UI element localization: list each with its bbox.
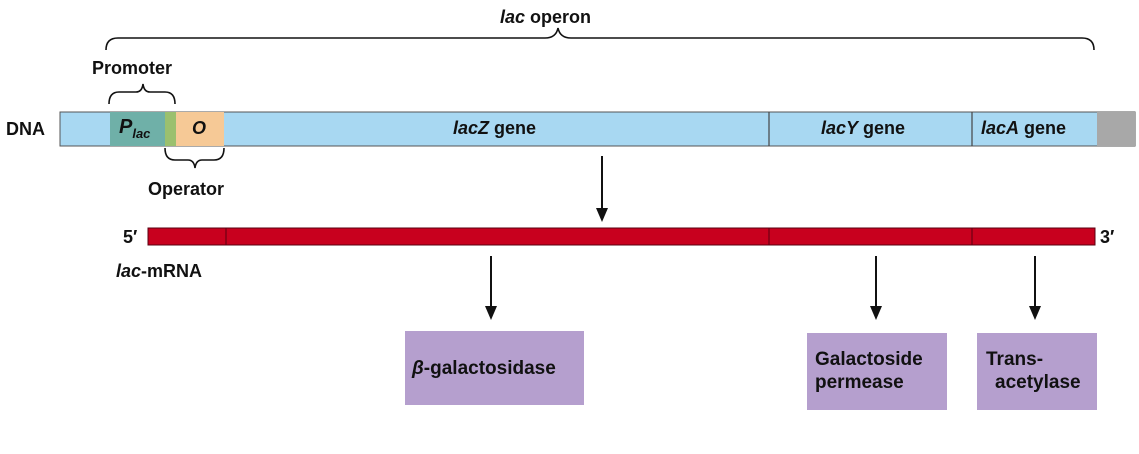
laca-gene-label: lacA gene	[981, 119, 1066, 137]
operator-brace	[164, 147, 225, 169]
dna-bar	[59, 111, 1136, 147]
translation-arrowhead-lacz	[485, 306, 497, 320]
beta-symbol: β	[412, 358, 424, 379]
operon-title: lac operon	[500, 8, 591, 26]
transacetylase-line1: Trans-	[986, 349, 1044, 370]
beta-galactosidase-label: β-galactosidase	[412, 357, 556, 380]
dna-label: DNA	[6, 119, 45, 139]
galactoside-permease-label: Galactoside permease	[815, 348, 923, 394]
laca-gene-suffix: gene	[1019, 118, 1067, 138]
galactosidase-text: -galactosidase	[423, 358, 556, 379]
operon-suffix: operon	[525, 7, 592, 27]
permease-line2: permease	[815, 372, 904, 393]
mrna-label: lac-mRNA	[116, 262, 202, 280]
transacetylase-line2: acetylase	[995, 372, 1081, 393]
operon-name: lac	[500, 7, 526, 27]
promoter-brace	[108, 83, 176, 105]
permease-line1: Galactoside	[815, 349, 923, 370]
lacz-gene-suffix: gene	[489, 118, 537, 138]
lacz-gene-name: lacZ	[453, 118, 490, 138]
lacy-gene-label: lacY gene	[821, 119, 905, 137]
transacetylase-label: Trans- acetylase	[986, 348, 1081, 394]
beta-galactosidase-box	[405, 331, 584, 405]
mrna-suffix: -mRNA	[141, 261, 203, 281]
mrna-five-prime: 5′	[123, 227, 138, 247]
mrna-three-prime: 3′	[1100, 227, 1115, 247]
lacz-gene-label: lacZ gene	[453, 119, 536, 137]
transcription-arrowhead	[596, 208, 608, 222]
promoter-symbol: P	[119, 116, 133, 138]
galactoside-permease-box	[807, 333, 947, 410]
mrna-name: lac	[116, 261, 142, 281]
dna-end-cap	[1097, 112, 1135, 146]
spacer-segment	[165, 112, 176, 146]
operator-label: Operator	[148, 179, 225, 199]
lacy-gene-name: lacY	[821, 118, 859, 138]
operator-segment-label: O	[192, 118, 207, 138]
promoter-segment-label: Plac	[119, 117, 150, 140]
translation-arrowhead-laca	[1029, 306, 1041, 320]
mrna-bar	[147, 227, 1096, 246]
promoter-segment	[110, 112, 165, 146]
operator-segment	[176, 112, 224, 146]
laca-gene-name: lacA	[981, 118, 1020, 138]
lacy-gene-suffix: gene	[858, 118, 906, 138]
promoter-subscript: lac	[132, 126, 151, 141]
promoter-label: Promoter	[92, 58, 173, 78]
transacetylase-box	[977, 333, 1097, 410]
operon-brace	[105, 27, 1095, 51]
translation-arrowhead-lacy	[870, 306, 882, 320]
